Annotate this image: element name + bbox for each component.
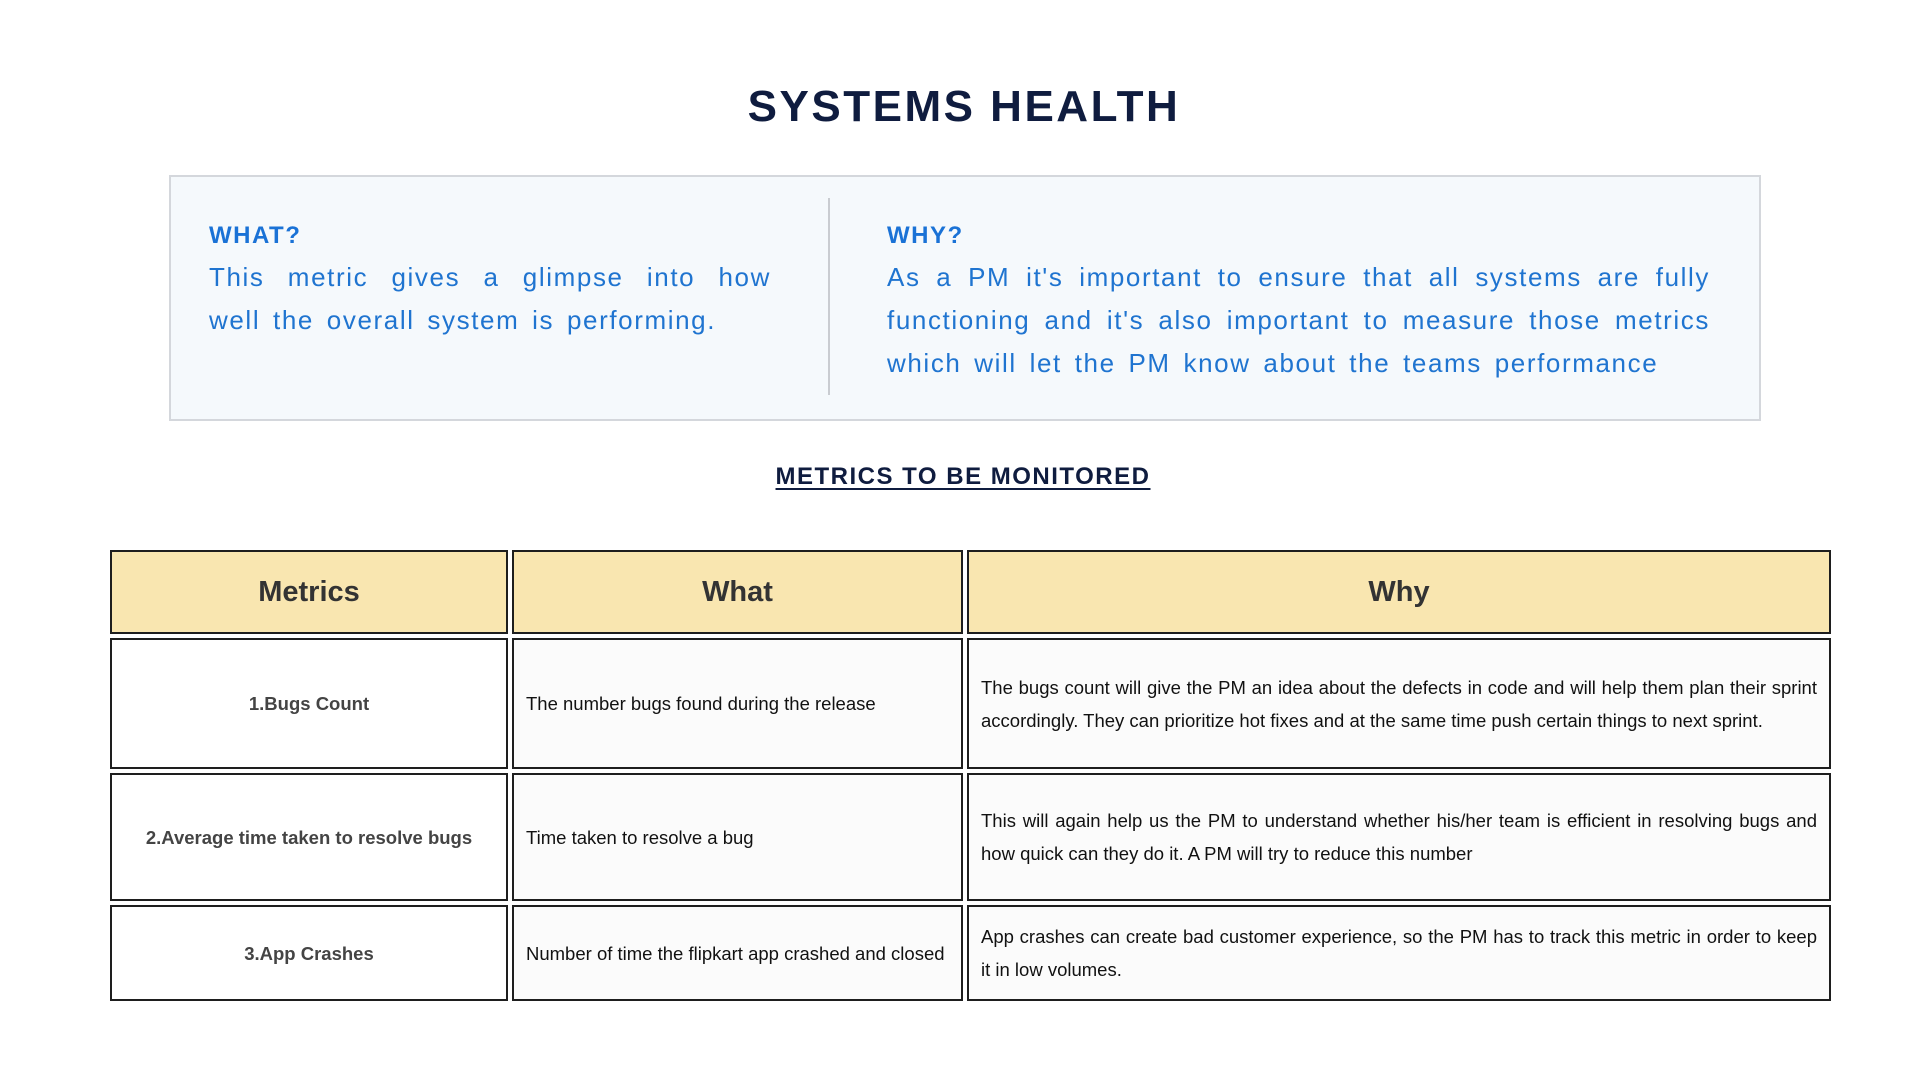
- why-text: As a PM it's important to ensure that al…: [887, 262, 1710, 378]
- header-what: What: [512, 550, 963, 634]
- metrics-table: Metrics What Why 1.Bugs Count The number…: [106, 546, 1835, 1005]
- what-why-panel: WHAT? This metric gives a glimpse into h…: [169, 175, 1761, 421]
- what-cell: Number of time the flipkart app crashed …: [512, 905, 963, 1001]
- header-metrics: Metrics: [110, 550, 508, 634]
- table-row: 1.Bugs Count The number bugs found durin…: [110, 638, 1831, 769]
- table-row: 3.App Crashes Number of time the flipkar…: [110, 905, 1831, 1001]
- why-section: WHY? As a PM it's important to ensure th…: [887, 220, 1710, 385]
- what-cell: The number bugs found during the release: [512, 638, 963, 769]
- panel-divider: [828, 198, 830, 395]
- metric-name-cell: 3.App Crashes: [110, 905, 508, 1001]
- section-subtitle: METRICS TO BE MONITORED: [0, 463, 1920, 491]
- header-why: Why: [967, 550, 1831, 634]
- why-cell: The bugs count will give the PM an idea …: [967, 638, 1831, 769]
- what-cell: Time taken to resolve a bug: [512, 773, 963, 901]
- what-section: WHAT? This metric gives a glimpse into h…: [209, 220, 771, 342]
- metric-name-cell: 2.Average time taken to resolve bugs: [110, 773, 508, 901]
- page-title: SYSTEMS HEALTH: [747, 82, 1181, 131]
- why-cell: App crashes can create bad customer expe…: [967, 905, 1831, 1001]
- table-row: 2.Average time taken to resolve bugs Tim…: [110, 773, 1831, 901]
- section-subtitle-text: METRICS TO BE MONITORED: [775, 463, 1151, 490]
- metric-name-cell: 1.Bugs Count: [110, 638, 508, 769]
- why-heading: WHY?: [887, 222, 964, 249]
- what-heading: WHAT?: [209, 222, 302, 249]
- why-cell: This will again help us the PM to unders…: [967, 773, 1831, 901]
- table-header-row: Metrics What Why: [110, 550, 1831, 634]
- what-text: This metric gives a glimpse into how wel…: [209, 262, 771, 335]
